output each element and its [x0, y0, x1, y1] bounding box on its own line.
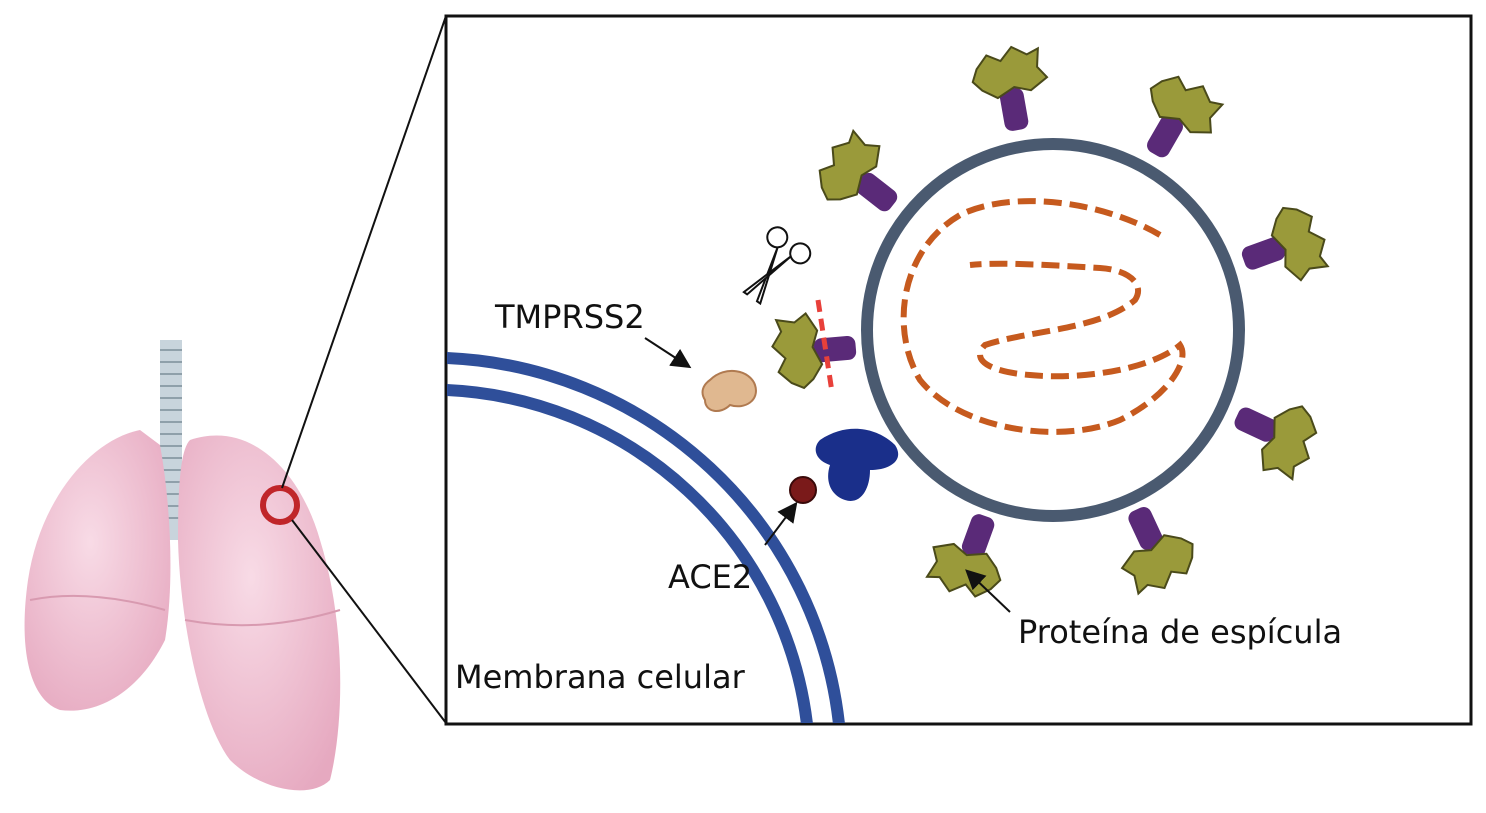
label-ace2: ACE2: [668, 558, 753, 596]
zoom-line-top: [281, 15, 447, 489]
ace2-receptor: [789, 428, 899, 504]
lungs-icon: [24, 340, 341, 791]
spike-arrow: [965, 569, 1011, 613]
ace2-arrow: [764, 501, 798, 546]
tmprss2-arrow: [644, 337, 692, 369]
zoom-line-bottom: [291, 519, 447, 724]
virus: [768, 40, 1336, 608]
cleavage-site: [815, 299, 835, 393]
scissors-icon: [742, 226, 812, 306]
highlight-ring: [260, 485, 300, 525]
viral-rna: [900, 198, 1186, 435]
label-tmprss2: TMPRSS2: [495, 298, 645, 336]
label-spike-protein: Proteína de espícula: [1018, 613, 1343, 651]
cell-membrane: [447, 352, 845, 723]
tmprss2-protein: [701, 370, 757, 412]
label-membrane: Membrana celular: [455, 658, 745, 696]
